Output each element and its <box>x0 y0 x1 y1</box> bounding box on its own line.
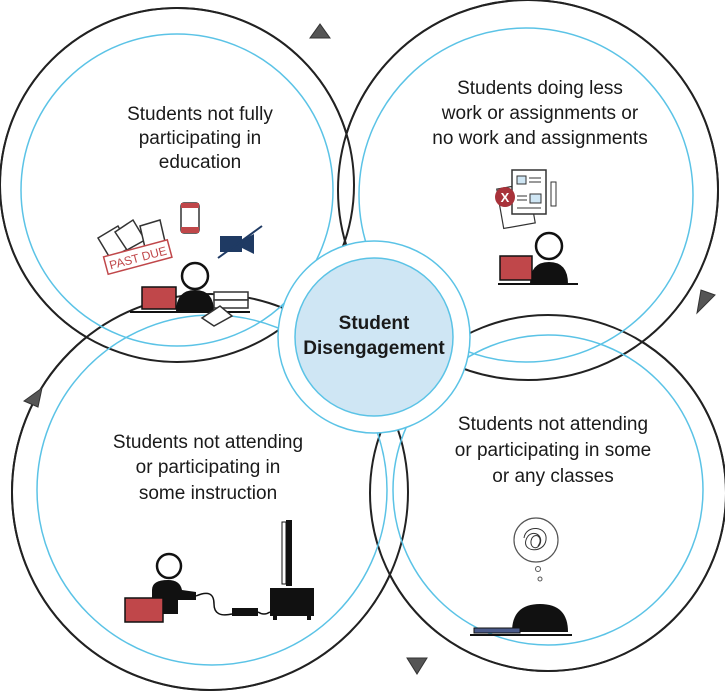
laptop-icon <box>499 255 533 281</box>
bottom-right-line3: or any classes <box>492 466 613 487</box>
center-title-line2: Disengagement <box>303 338 445 359</box>
bottom-left-line1: Students not attending <box>113 432 303 453</box>
person-body-icon <box>176 290 214 312</box>
arrow-top-icon <box>309 23 331 39</box>
person-head-down-icon <box>512 604 568 632</box>
x-mark-icon <box>495 187 515 207</box>
bottom-right-illustration <box>470 517 572 636</box>
console-icon <box>232 608 258 616</box>
center-circle <box>294 257 454 417</box>
papers-icon <box>96 218 167 259</box>
person-body-icon <box>530 262 568 284</box>
pencil-icon <box>550 181 557 207</box>
svg-text:X: X <box>501 190 510 205</box>
bottom-left-line3: some instruction <box>139 483 277 504</box>
books-icon <box>200 291 249 327</box>
inner-ring-top-right <box>358 27 694 363</box>
arrow-bottom-icon <box>406 657 428 675</box>
laptop-icon <box>473 627 521 634</box>
scribble-icon <box>523 528 547 551</box>
top-right-line2: work or assignments or <box>441 103 639 124</box>
bottom-left-line2: or participating in <box>136 457 281 478</box>
arrow-right-icon <box>696 289 716 315</box>
top-right-line1: Students doing less <box>457 78 623 99</box>
video-off-icon <box>217 225 263 259</box>
center-title-line1: Student <box>339 313 410 334</box>
inner-ring-top-left <box>20 33 334 347</box>
laptop-icon <box>124 597 164 623</box>
cable-icon <box>195 592 233 616</box>
inner-ring-bottom-right <box>392 334 704 646</box>
thought-bubble-icon <box>513 517 559 563</box>
tv-icon <box>270 520 314 620</box>
bottom-right-line2: or participating in some <box>455 440 651 461</box>
person-head-icon <box>180 261 210 291</box>
person-head-icon <box>155 552 183 580</box>
top-right-illustration: X <box>495 169 578 285</box>
top-left-line3: education <box>159 152 241 173</box>
bottom-left-illustration <box>124 520 314 623</box>
top-left-line1: Students not fully <box>127 104 273 125</box>
laptop-icon <box>141 286 177 310</box>
top-right-line3: no work and assignments <box>432 128 647 149</box>
top-left-illustration: PAST DUE <box>96 202 263 327</box>
top-left-line2: participating in <box>139 128 262 149</box>
bottom-right-line1: Students not attending <box>458 414 648 435</box>
person-head-icon <box>534 231 564 261</box>
arrow-left-icon <box>22 386 43 408</box>
